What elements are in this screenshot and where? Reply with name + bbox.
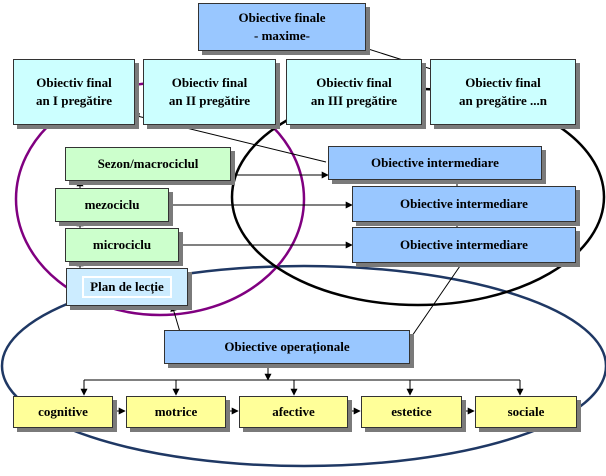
mesocycle-box: mezociclu: [55, 188, 169, 222]
final-objective-year-3-subtitle: an III pregătire: [310, 93, 398, 108]
final-objectives-title: Obiective finale: [238, 10, 326, 26]
final-objective-year-n-title: Obiectiv final: [465, 75, 541, 91]
operational-objectives-box: Obiective operaționale: [164, 330, 410, 364]
final-objective-year-n: Obiectiv final an pregătire ...n: [430, 59, 576, 125]
final-objective-year-2-title: Obiectiv final: [171, 75, 248, 91]
final-objective-year-1-title: Obiectiv final: [36, 75, 112, 91]
intermediate-objectives-2: Obiective intermediare: [352, 186, 576, 222]
arrow-operational-to-plan: [170, 304, 181, 333]
final-objective-year-n-subtitle: an pregătire ...n: [459, 93, 547, 108]
final-objectives-subtitle: - maxime-: [254, 28, 310, 43]
final-objective-year-2: Obiectiv final an II pregătire: [143, 59, 276, 125]
final-objective-year-3-title: Obiectiv final: [316, 75, 392, 91]
microcycle-box: microciclu: [65, 228, 179, 262]
intermediate-objectives-1: Obiective intermediare: [328, 146, 542, 180]
season-macrocycle-box: Sezon/macrociclul: [65, 147, 231, 181]
intermediate-objectives-3: Obiective intermediare: [352, 227, 576, 263]
domain-sociale: sociale: [475, 396, 577, 428]
final-objectives-box: Obiective finale - maxime-: [198, 3, 366, 51]
final-objective-year-2-subtitle: an II pregătire: [168, 93, 251, 108]
domain-afective: afective: [239, 396, 348, 428]
lesson-plan-box: Plan de lecție: [66, 268, 188, 306]
lesson-plan-label: Plan de lecție: [82, 276, 172, 298]
line-operational-to-int3: [411, 265, 461, 337]
domain-cognitive: cognitive: [13, 396, 113, 428]
final-objective-year-1: Obiectiv final an I pregătire: [13, 59, 135, 125]
navy-ellipse: [0, 264, 606, 468]
domain-estetice: estetice: [361, 396, 462, 428]
final-objective-year-1-subtitle: an I pregătire: [35, 93, 113, 108]
final-objective-year-3: Obiectiv final an III pregătire: [286, 59, 422, 125]
domain-motrice: motrice: [126, 396, 226, 428]
